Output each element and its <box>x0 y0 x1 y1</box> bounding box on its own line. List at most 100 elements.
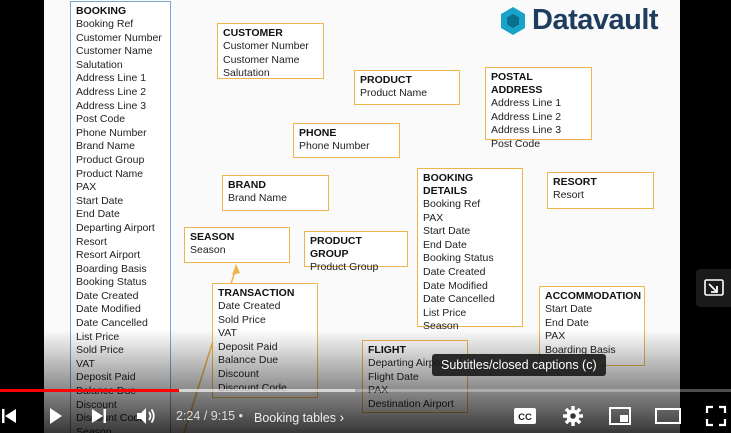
time-separator: / <box>203 409 208 423</box>
captions-tooltip: Subtitles/closed captions (c) <box>432 354 606 376</box>
table-field: Boarding Basis <box>76 262 147 275</box>
table-field: Booking Status <box>76 276 147 289</box>
table-field: Sold Price <box>218 313 266 326</box>
miniplayer-icon <box>703 279 724 296</box>
table-field: List Price <box>423 306 467 319</box>
table-field: Customer Name <box>76 45 153 58</box>
theater-mode-icon <box>655 408 681 424</box>
player-controls: 2:24 / 9:15 • Booking tables › CC <box>0 398 731 433</box>
table-field: End Date <box>423 238 467 251</box>
table-title: PHONE <box>299 127 337 139</box>
table-field: Brand Name <box>76 140 135 153</box>
table-field: Address Line 1 <box>76 72 147 85</box>
volume-icon <box>137 408 155 424</box>
table-field: Product Group <box>310 261 379 273</box>
skip-next-icon <box>92 409 106 423</box>
table-field: Booking Ref <box>76 18 134 30</box>
table-field: Product Group <box>76 153 145 166</box>
table-field: Booking Status <box>423 252 494 265</box>
logo-text: Datavault <box>532 4 659 36</box>
table-title: ACCOMMODATION <box>545 290 642 302</box>
captions-icon: CC <box>514 408 536 424</box>
table-field: Phone Number <box>76 126 147 139</box>
duration: 9:15 <box>210 409 236 423</box>
table-field: Brand Name <box>228 192 287 204</box>
table-field: Start Date <box>423 225 471 238</box>
table-field: End Date <box>76 208 120 221</box>
volume-button[interactable] <box>134 404 158 428</box>
table-field: Salutation <box>76 58 123 71</box>
table-title: PRODUCT GROUP <box>310 235 362 260</box>
table-field: Phone Number <box>299 140 370 152</box>
captions-button[interactable]: CC <box>512 404 538 428</box>
table-field: Date Modified <box>423 279 488 292</box>
next-button[interactable] <box>87 404 111 428</box>
table-field: Date Created <box>218 300 281 312</box>
table-field: Date Cancelled <box>423 293 495 306</box>
table-field: Start Date <box>545 303 593 315</box>
table-field: Resort <box>553 189 584 201</box>
table-field: Date Cancelled <box>76 317 148 330</box>
table-title: SEASON <box>190 231 235 243</box>
previous-button[interactable] <box>0 404 21 428</box>
chapter-button[interactable]: Booking tables › <box>254 409 344 425</box>
table-title: PRODUCT <box>360 74 412 86</box>
table-title: RESORT <box>553 176 597 188</box>
table-title: BOOKING <box>76 5 127 17</box>
miniplayer-toggle-icon <box>609 407 631 425</box>
table-field: Departing Airport <box>76 221 155 234</box>
table-field: Product Name <box>76 167 144 180</box>
table-field: Address Line 3 <box>76 99 147 112</box>
settings-button[interactable] <box>561 404 585 428</box>
cc-label: CC <box>518 412 532 423</box>
chapter-bullet: • <box>238 409 244 423</box>
time-display: 2:24 / 9:15 • <box>176 409 243 423</box>
table-field: Post Code <box>491 137 541 150</box>
table-field: PAX <box>423 211 444 224</box>
table-field: Date Created <box>423 265 486 278</box>
table-field: Resort Airport <box>76 249 141 262</box>
skip-previous-icon <box>2 409 16 423</box>
table-field: Address Line 2 <box>76 85 147 98</box>
table-title: BRAND <box>228 179 266 191</box>
table-field: Season <box>423 320 459 333</box>
table-field: Season <box>190 244 226 256</box>
gear-icon <box>563 406 583 426</box>
table-field: Resort <box>76 235 107 248</box>
table-title: CUSTOMER <box>223 27 283 39</box>
table-field: Start Date <box>76 194 124 207</box>
play-icon <box>50 408 62 424</box>
table-field: Booking Ref <box>423 198 481 210</box>
fullscreen-icon <box>705 405 727 427</box>
table-field: Salutation <box>223 67 270 80</box>
table-title: POSTAL ADDRESS <box>491 71 543 96</box>
miniplayer-button[interactable] <box>696 269 731 307</box>
table-field: Customer Number <box>76 31 162 44</box>
progress-bar[interactable] <box>0 389 731 392</box>
table-field: Address Line 1 <box>491 97 562 109</box>
table-field: Product Name <box>360 87 428 99</box>
table-field: Address Line 2 <box>491 110 562 123</box>
chapter-title: Booking tables <box>254 411 337 425</box>
datavault-logo: Datavault <box>500 4 659 37</box>
table-field: Customer Name <box>223 53 300 66</box>
table-title: BOOKING DETAILS <box>423 172 474 197</box>
chevron-right-icon: › <box>339 409 345 425</box>
miniplayer-toggle-button[interactable] <box>608 404 632 428</box>
current-time: 2:24 <box>176 409 201 423</box>
table-field: PAX <box>76 181 97 194</box>
theater-mode-button[interactable] <box>654 404 682 428</box>
fullscreen-button[interactable] <box>704 404 728 428</box>
play-button[interactable] <box>43 404 67 428</box>
table-field: Post Code <box>76 113 126 126</box>
table-title: TRANSACTION <box>218 287 295 299</box>
